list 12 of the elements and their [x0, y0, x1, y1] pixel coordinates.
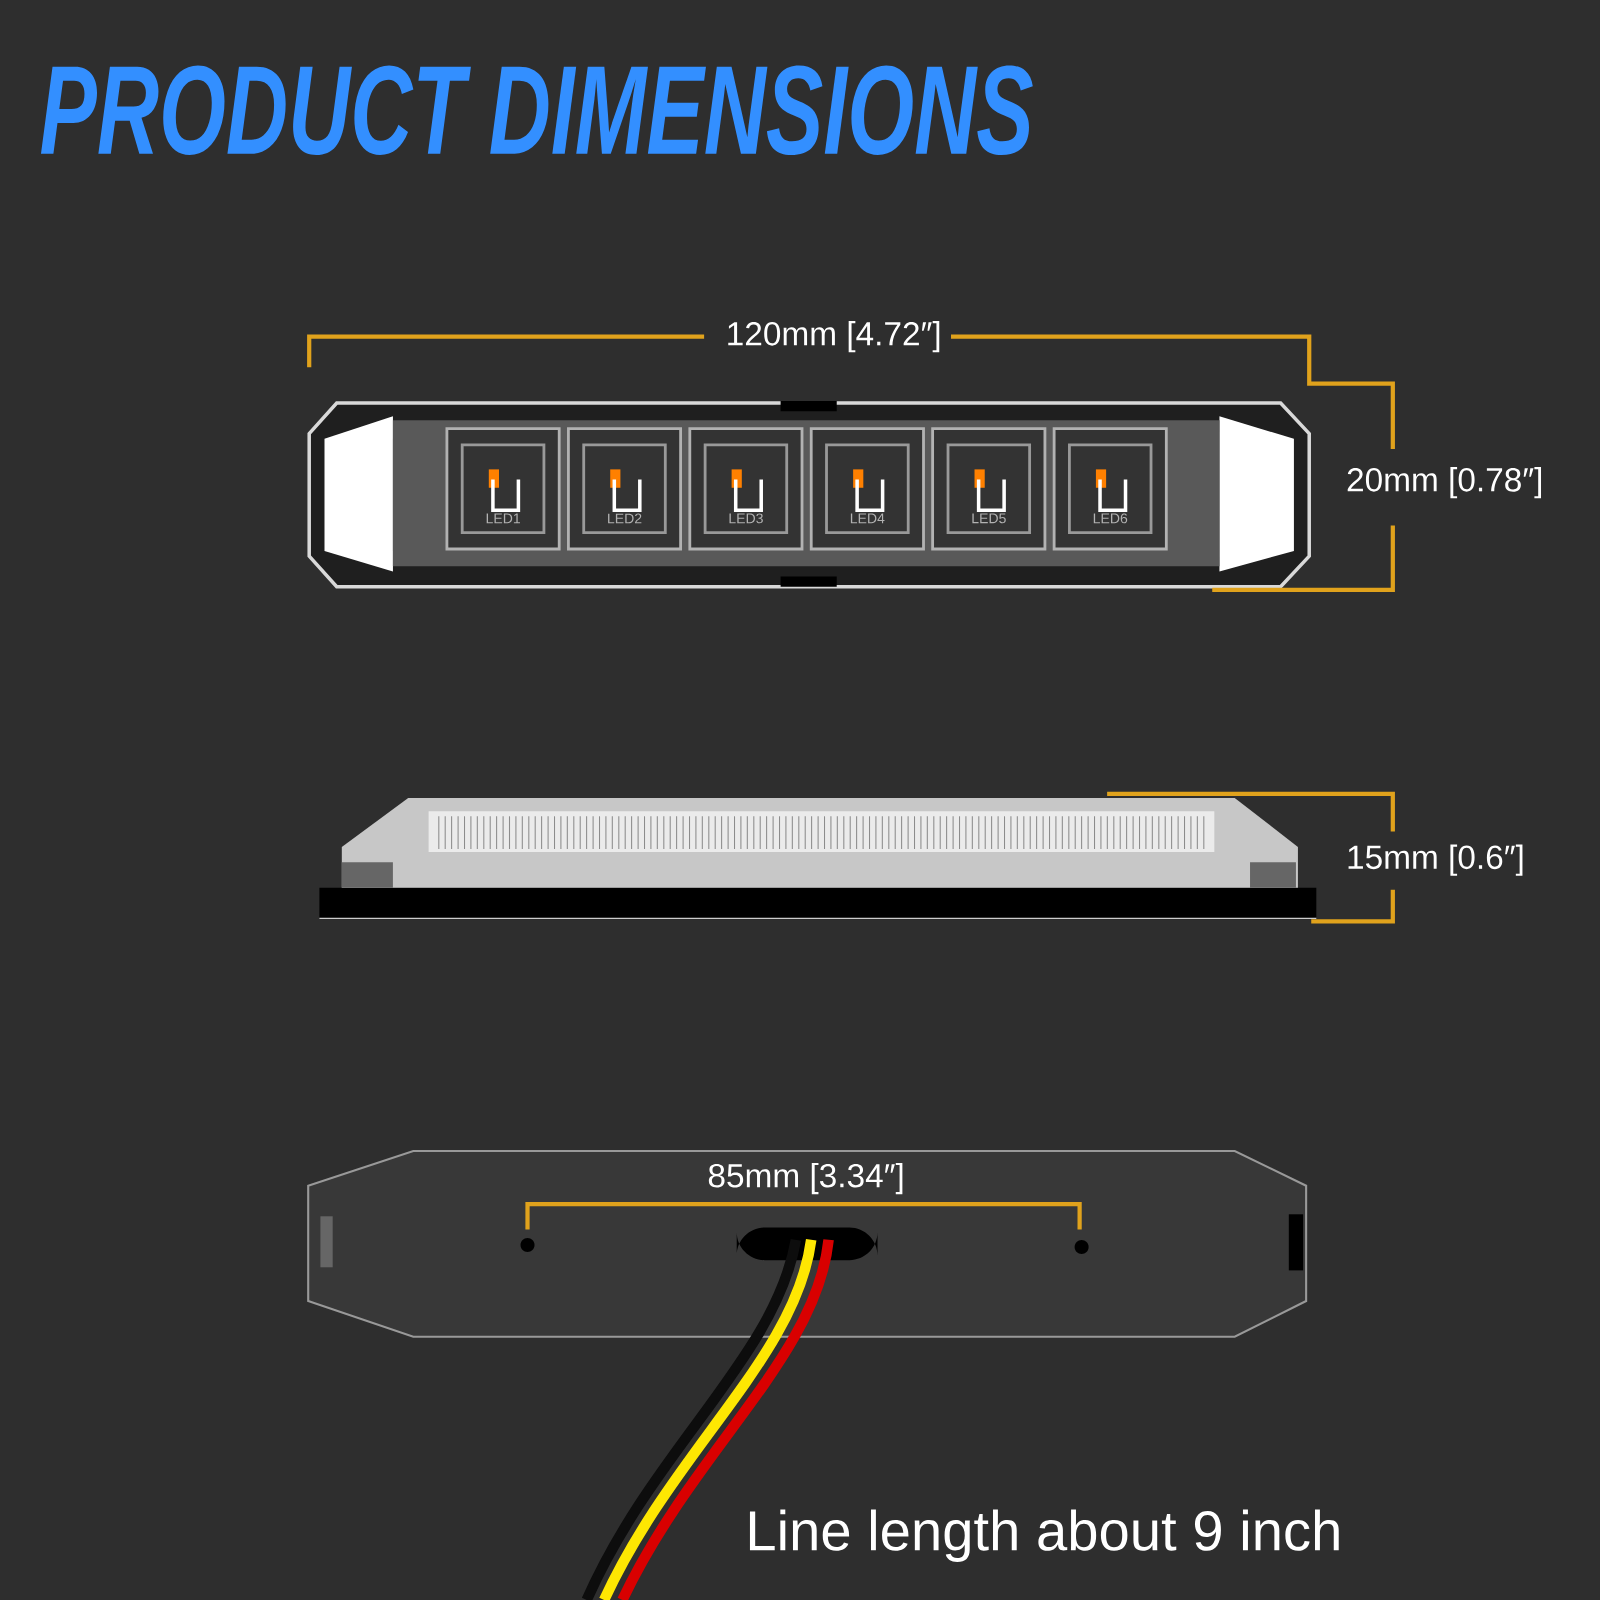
dimension-label: 15mm [0.6″]	[1348, 844, 1523, 876]
dimension-label: 20mm [0.78″]	[1347, 467, 1541, 499]
led-label: LED2	[608, 513, 642, 524]
led-label: LED4	[850, 513, 885, 524]
led-label: LED3	[729, 513, 763, 524]
dimension-label: 120mm [4.72″]	[728, 321, 940, 353]
led-label: LED5	[972, 513, 1006, 524]
led-label: LED6	[1093, 513, 1128, 524]
title: PRODUCT DIMENSIONS	[41, 65, 1033, 155]
dimension-label: 85mm [3.34″]	[708, 1163, 903, 1195]
led-label: LED1	[486, 513, 520, 524]
note-text: Line length about 9 inch	[749, 1509, 1339, 1562]
